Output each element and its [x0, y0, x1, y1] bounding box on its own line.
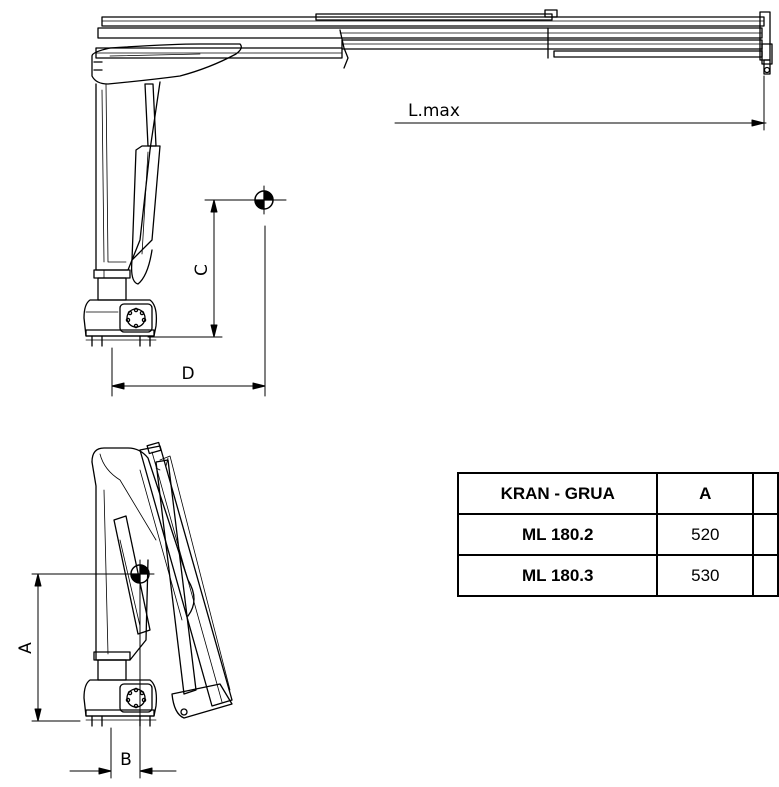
dimension-l-max [394, 75, 767, 131]
cell-cut [752, 554, 779, 597]
cell-model: ML 180.3 [456, 554, 659, 597]
column-folded [91, 447, 195, 661]
cell-a: 520 [656, 513, 755, 556]
crane-folded [83, 441, 233, 727]
base-folded [83, 651, 158, 727]
dimension-b [69, 587, 177, 779]
dimension-d [111, 225, 266, 397]
column-extended [95, 81, 161, 271]
cell-model: ML 180.2 [456, 513, 659, 556]
table-header-row: KRAN - GRUA A [456, 472, 779, 515]
header-a: A [656, 472, 755, 515]
dimension-a [31, 573, 129, 722]
center-of-gravity-folded [125, 559, 155, 589]
boom-extended [95, 9, 773, 75]
label-d: D [181, 364, 194, 384]
header-cut [752, 472, 779, 515]
specifications-table: KRAN - GRUA A ML 180.2 520 ML 180.3 530 [456, 472, 779, 597]
cell-cut [752, 513, 779, 556]
column-head-extended [91, 43, 242, 85]
header-model: KRAN - GRUA [456, 472, 659, 515]
label-b: B [120, 750, 132, 770]
boom-folded [139, 441, 233, 719]
cell-a: 530 [656, 554, 755, 597]
dimension-c [147, 199, 256, 338]
cylinder-extended [130, 83, 161, 285]
label-c: C [192, 264, 212, 276]
table-row: ML 180.3 530 [456, 554, 779, 597]
cylinder-folded [113, 515, 151, 635]
base-extended [83, 269, 158, 347]
table-row: ML 180.2 520 [456, 513, 779, 556]
label-l-max: L.max [408, 101, 460, 121]
crane-extended [83, 9, 773, 347]
label-a: A [16, 642, 36, 654]
